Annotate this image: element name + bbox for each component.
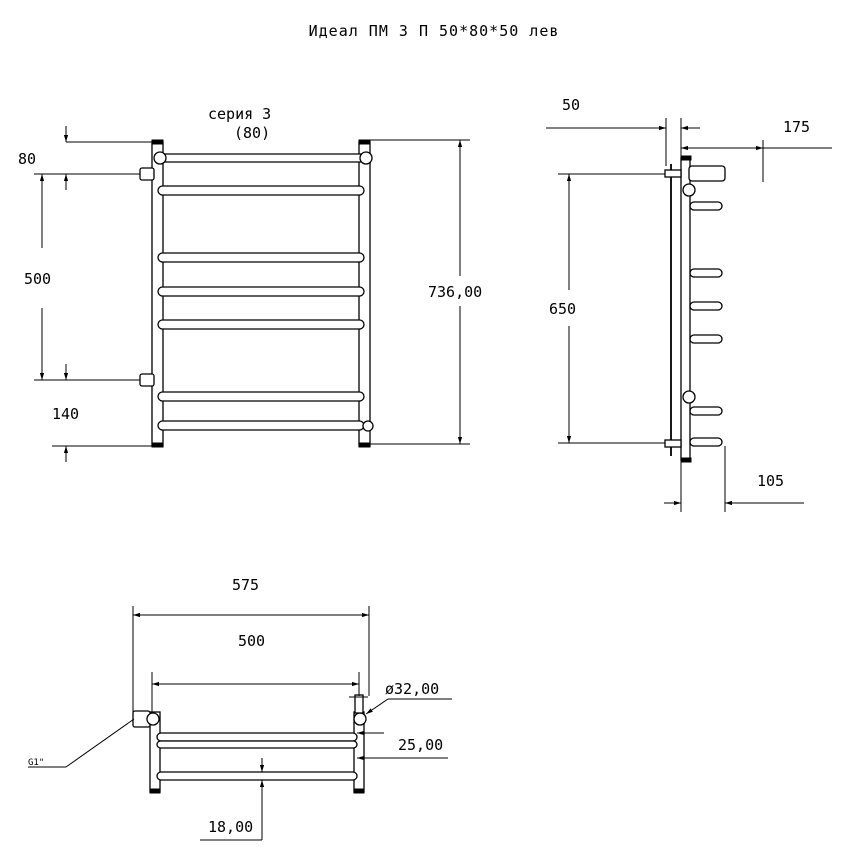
front-rung (157, 185, 365, 196)
top-right-joint (353, 712, 367, 726)
side-collector (680, 157, 691, 461)
front-bottom-right-joint (362, 420, 374, 432)
top-right-cap (353, 788, 365, 794)
front-left-cap-bottom (151, 442, 164, 448)
side-dim-height: 650 (549, 300, 576, 318)
top-shelf-rail (156, 740, 358, 749)
side-cap-bottom (680, 457, 692, 463)
front-top-rail (159, 153, 366, 163)
front-right-cap-bottom (358, 442, 371, 448)
front-rung (157, 391, 365, 402)
side-cap-top (680, 155, 692, 161)
side-top-pipe (688, 165, 726, 182)
top-thread-label: G1" (28, 758, 44, 768)
front-left-cap-top (151, 139, 164, 145)
side-rung (689, 437, 723, 447)
front-rung (157, 420, 365, 431)
top-left-joint (146, 712, 160, 726)
front-series-sub: (80) (234, 124, 270, 142)
front-rung (157, 286, 365, 297)
side-view: 50 175 650 105 (546, 96, 832, 512)
front-inlet-top (139, 167, 155, 181)
top-dim-diameter: ø32,00 (385, 680, 439, 698)
front-rung (157, 252, 365, 263)
front-top-right-joint (359, 151, 373, 165)
side-dim-wall: 50 (562, 96, 580, 114)
front-dim-top: 80 (18, 150, 36, 168)
top-dim-bar: 18,00 (208, 818, 253, 836)
top-dim-width-inner: 500 (238, 632, 265, 650)
top-view: 575 500 ø32,00 25,00 18,00 G1" (28, 576, 452, 841)
front-inlet-bottom (139, 373, 155, 387)
top-shelf-rail (156, 732, 358, 742)
side-rung (689, 334, 723, 344)
front-series-label: серия 3 (208, 105, 271, 123)
top-dim-offset: 25,00 (398, 736, 443, 754)
top-left-cap (149, 788, 161, 794)
side-joint-bottom (682, 390, 696, 404)
top-right-inlet (354, 694, 364, 714)
front-right-cap-top (358, 139, 371, 145)
front-dim-center: 500 (24, 270, 51, 288)
side-rung (689, 268, 723, 278)
side-rung (689, 201, 723, 211)
side-dim-bottom: 105 (757, 472, 784, 490)
front-dim-height: 736,00 (428, 283, 482, 301)
top-dim-width-total: 575 (232, 576, 259, 594)
side-rung (689, 301, 723, 311)
side-rung (689, 406, 723, 416)
front-top-left-joint (153, 151, 167, 165)
side-joint-top (682, 183, 696, 197)
top-lower-rung (156, 771, 358, 781)
side-fitting-bottom (664, 439, 682, 448)
side-dim-depth: 175 (783, 118, 810, 136)
drawing-title: Идеал ПМ 3 П 50*80*50 лев (309, 22, 560, 40)
front-dim-bottom: 140 (52, 405, 79, 423)
side-fitting-top (664, 169, 682, 178)
front-view: 80 500 140 736,00 серия 3 (80) (18, 105, 482, 462)
front-rung (157, 319, 365, 330)
